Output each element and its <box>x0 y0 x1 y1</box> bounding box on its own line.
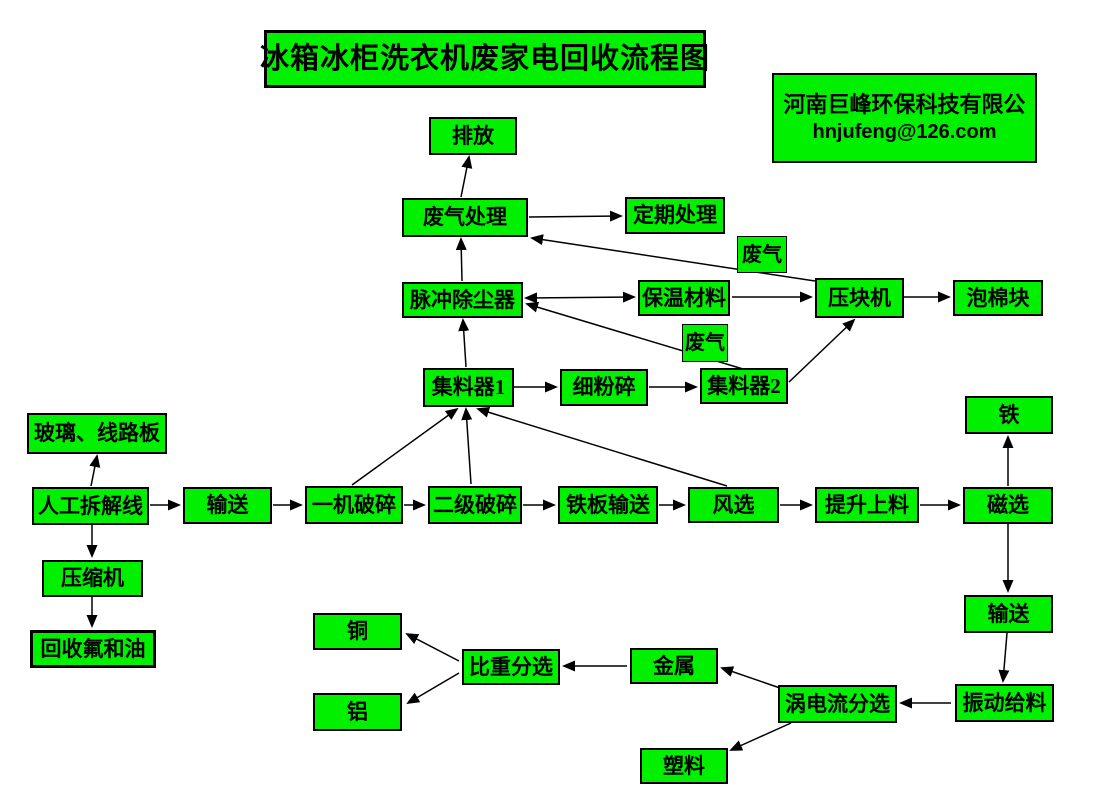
node-collector-2: 集料器2 <box>700 368 788 404</box>
node-secondary-crusher: 二级破碎 <box>428 486 522 524</box>
edge-collector2-to-block-press <box>788 318 856 383</box>
node-fine-crusher: 细粉碎 <box>560 369 648 406</box>
node-conveyor-2: 输送 <box>964 595 1053 633</box>
node-metal: 金属 <box>630 648 718 684</box>
edge-secondary-crusher-to-collector1 <box>461 407 473 485</box>
node-gravity-separation: 比重分选 <box>462 649 560 685</box>
node-iron: 铁 <box>965 396 1053 434</box>
node-foam-block: 泡棉块 <box>953 280 1043 316</box>
edge-gravity-separation-to-aluminum <box>406 672 460 705</box>
edge-primary-crusher-to-collector1 <box>351 407 459 486</box>
node-manual-disassembly-line: 人工拆解线 <box>32 487 149 525</box>
node-air-separation: 风选 <box>688 487 779 523</box>
edge-waste-gas-treatment-to-periodic-treatment <box>528 210 623 222</box>
company-name: 河南巨峰环保科技有限公 <box>783 92 1026 117</box>
node-compressor: 压缩机 <box>42 560 143 597</box>
company-email: hnjufeng@126.com <box>812 121 997 143</box>
node-copper: 铜 <box>313 613 402 650</box>
edge-gravity-separation-to-copper <box>405 633 460 662</box>
edge-label-waste-gas-2: 废气 <box>682 324 728 362</box>
node-magnetic-separation: 磁选 <box>963 487 1053 524</box>
page-title: 冰箱冰柜洗衣机废家电回收流程图 <box>260 30 709 88</box>
node-discharge: 排放 <box>429 117 517 155</box>
edge-conveyor2-to-vibrating-feeder <box>998 632 1010 683</box>
node-glass-circuit-board: 玻璃、线路板 <box>27 413 167 454</box>
node-pulse-dust-collector: 脉冲除尘器 <box>402 282 523 318</box>
edge-collector1-to-pulse-dust-collector <box>458 318 470 368</box>
node-block-press: 压块机 <box>815 278 904 318</box>
node-eddy-current-separation: 涡电流分选 <box>778 685 897 723</box>
edge-pulse-dust-collector-insulation-double <box>524 291 636 304</box>
company-box: 河南巨峰环保科技有限公 hnjufeng@126.com <box>772 73 1037 163</box>
edge-manual-disassembly-to-glass-circuit-board <box>89 454 101 487</box>
node-waste-gas-treatment: 废气处理 <box>402 198 528 237</box>
edge-eddy-current-separation-to-metal <box>720 666 781 689</box>
node-collector-1: 集料器1 <box>423 368 514 407</box>
node-aluminum: 铝 <box>313 693 402 731</box>
node-periodic-treatment: 定期处理 <box>625 197 725 234</box>
edge-eddy-current-separation-to-plastic <box>729 722 792 751</box>
edge-waste-gas-treatment-to-discharge <box>460 155 473 198</box>
edge-pulse-dust-collector-to-waste-gas-treatment <box>455 237 467 282</box>
edge-air-separation-to-collector1 <box>476 406 728 487</box>
node-insulation-material: 保温材料 <box>638 280 730 316</box>
node-primary-crusher: 一机破碎 <box>305 486 403 524</box>
node-lifting-feeder: 提升上料 <box>815 487 919 523</box>
node-vibrating-feeder: 振动给料 <box>955 684 1054 722</box>
node-iron-plate-conveyor: 铁板输送 <box>558 486 658 524</box>
edge-label-waste-gas-1: 废气 <box>737 236 787 273</box>
node-plastic: 塑料 <box>640 748 728 784</box>
node-recover-fluorine-oil: 回收氟和油 <box>30 630 156 668</box>
node-conveyor-1: 输送 <box>183 487 272 524</box>
